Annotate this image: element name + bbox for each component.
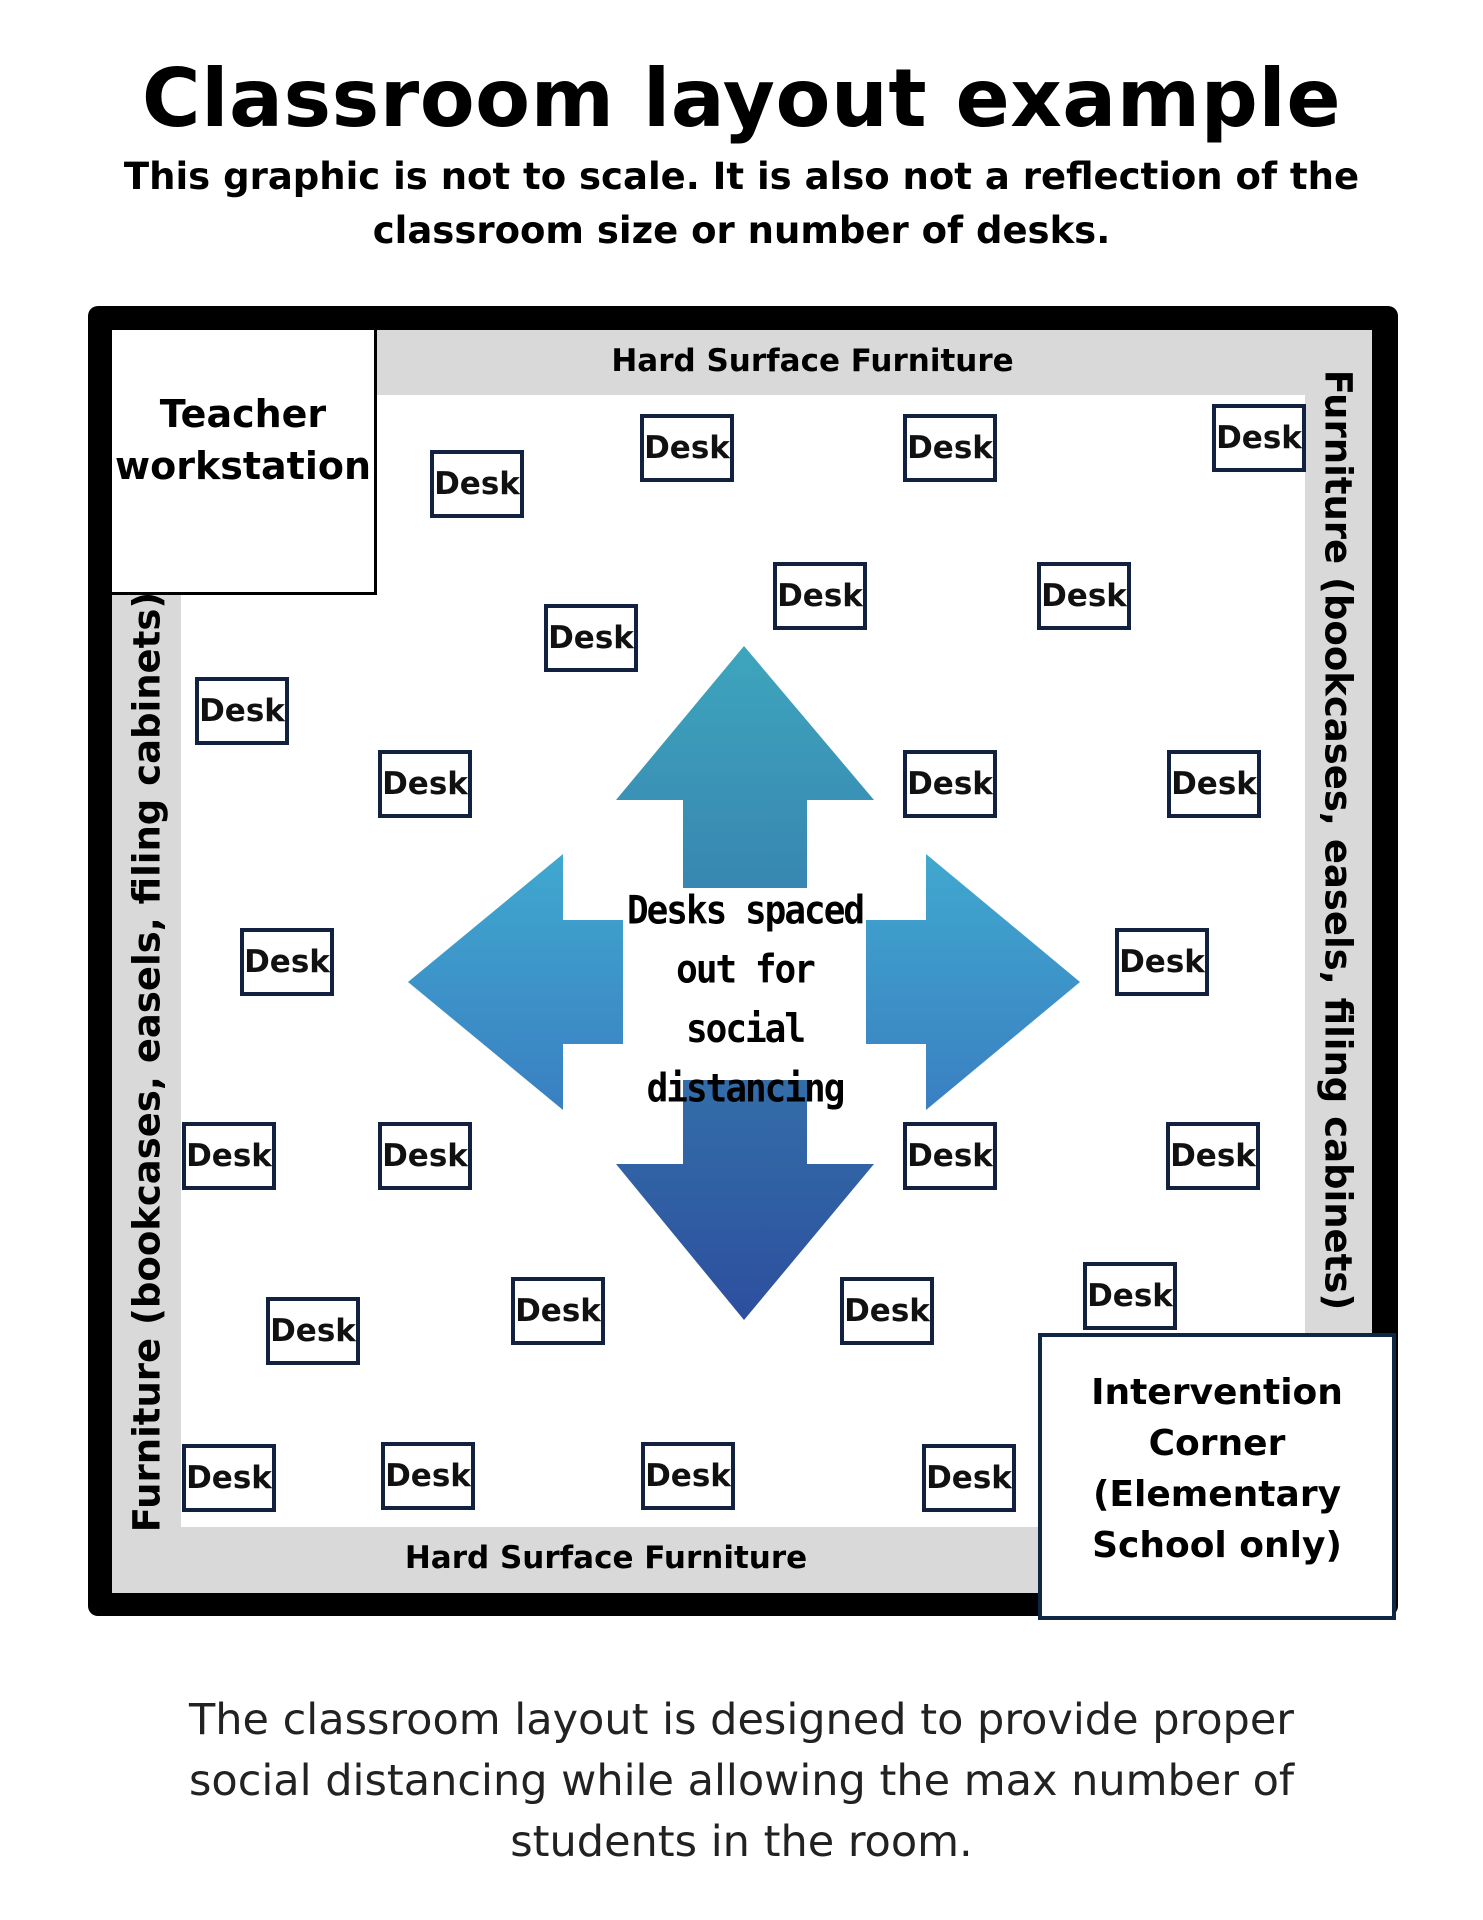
desk: Desk — [266, 1297, 360, 1365]
page-title: Classroom layout example — [141, 52, 1342, 145]
desk: Desk — [1115, 928, 1209, 996]
desk: Desk — [903, 1122, 997, 1190]
desk: Desk — [430, 450, 524, 518]
desk: Desk — [1167, 750, 1261, 818]
teacher-workstation: Teacher workstation — [112, 330, 377, 595]
right-furniture-band — [1305, 330, 1372, 1333]
desk: Desk — [1037, 562, 1131, 630]
desk: Desk — [182, 1444, 276, 1512]
arrow-down — [616, 1080, 874, 1320]
arrow-left — [408, 854, 623, 1110]
desk: Desk — [1212, 404, 1306, 472]
desk: Desk — [640, 414, 734, 482]
desk: Desk — [922, 1444, 1016, 1512]
desk: Desk — [641, 1442, 735, 1510]
desk: Desk — [773, 562, 867, 630]
desk: Desk — [378, 750, 472, 818]
desk: Desk — [381, 1442, 475, 1510]
arrow-right — [866, 854, 1080, 1110]
bottom-furniture-label: Hard Surface Furniture — [404, 1540, 808, 1576]
intervention-corner: Intervention Corner (Elementary School o… — [1038, 1333, 1396, 1620]
desk: Desk — [1083, 1262, 1177, 1330]
desk: Desk — [840, 1277, 934, 1345]
desk: Desk — [378, 1122, 472, 1190]
desk: Desk — [182, 1122, 276, 1190]
desk: Desk — [511, 1277, 605, 1345]
desk: Desk — [1166, 1122, 1260, 1190]
bottom-furniture-band — [112, 1527, 1038, 1593]
arrow-up — [616, 646, 874, 888]
center-text: Desks spaced out for social distancing — [626, 888, 865, 1112]
desk: Desk — [240, 928, 334, 996]
desk: Desk — [195, 677, 289, 745]
left-furniture-band — [112, 595, 181, 1530]
desk: Desk — [903, 414, 997, 482]
desk: Desk — [903, 750, 997, 818]
caption: The classroom layout is designed to prov… — [188, 1695, 1295, 1867]
page-subtitle: This graphic is not to scale. It is also… — [123, 155, 1360, 252]
top-furniture-label: Hard Surface Furniture — [611, 343, 1014, 379]
desk: Desk — [544, 604, 638, 672]
top-furniture-band — [377, 330, 1361, 395]
